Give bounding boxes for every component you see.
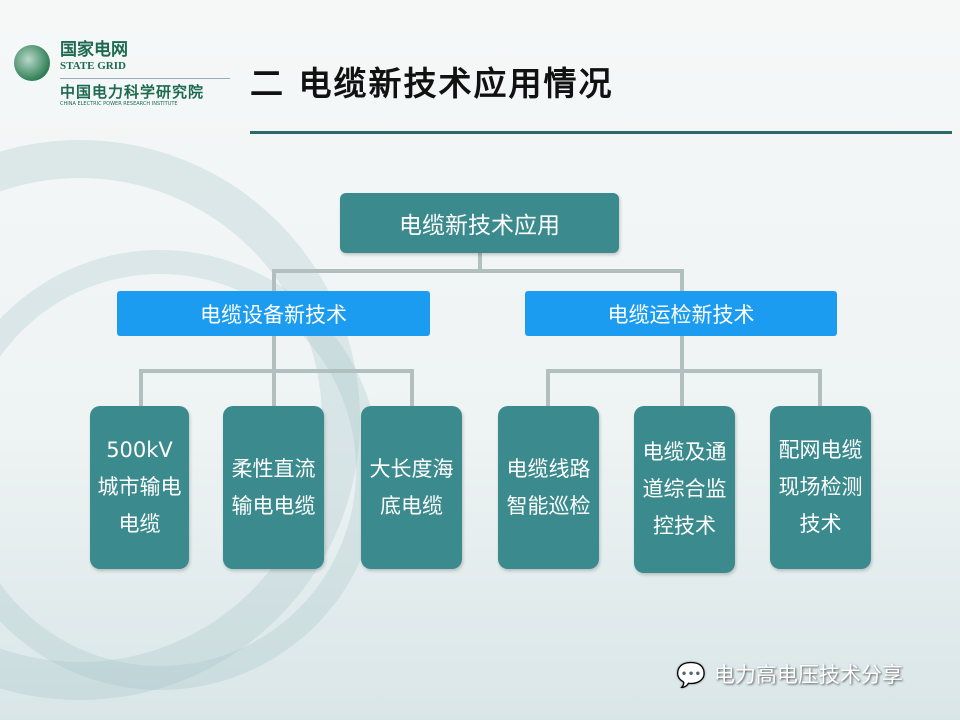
connector [139,369,414,373]
leaf-node: 电缆线路智能巡检 [498,406,599,569]
connector [410,369,414,406]
root-node: 电缆新技术应用 [340,193,619,253]
connector [139,369,143,406]
title-rule [250,131,952,134]
wechat-icon: 💬 [676,661,706,689]
footer-text: 电力高电压技术分享 [713,663,903,687]
institute-cn: 中国电力科学研究院 [60,83,205,101]
connector [680,269,684,291]
connector [272,269,276,291]
logo-en: STATE GRID [60,60,126,72]
leaf-node: 500kV城市输电电缆 [90,406,189,569]
logo: 国家电网 STATE GRID 中国电力科学研究院 CHINA ELECTRIC… [14,40,230,108]
branch-operation: 电缆运检新技术 [525,291,837,336]
logo-divider [60,78,230,79]
connector [546,369,822,373]
connector [818,369,822,406]
state-grid-globe-icon [14,45,50,81]
leaf-node: 柔性直流输电电缆 [223,406,324,569]
slide-title: 二 电缆新技术应用情况 [250,64,614,103]
branch-equipment: 电缆设备新技术 [117,291,430,336]
leaf-node: 配网电缆现场检测技术 [770,406,871,569]
connector [478,252,482,273]
logo-cn: 国家电网 [60,40,128,60]
connector [272,269,684,273]
institute-en: CHINA ELECTRIC POWER RESEARCH INSTITUTE [60,101,178,107]
connector [546,369,550,406]
leaf-node: 电缆及通道综合监控技术 [634,406,735,573]
leaf-node: 大长度海底电缆 [361,406,462,569]
footer-watermark: 💬 电力高电压技术分享 [676,660,903,690]
